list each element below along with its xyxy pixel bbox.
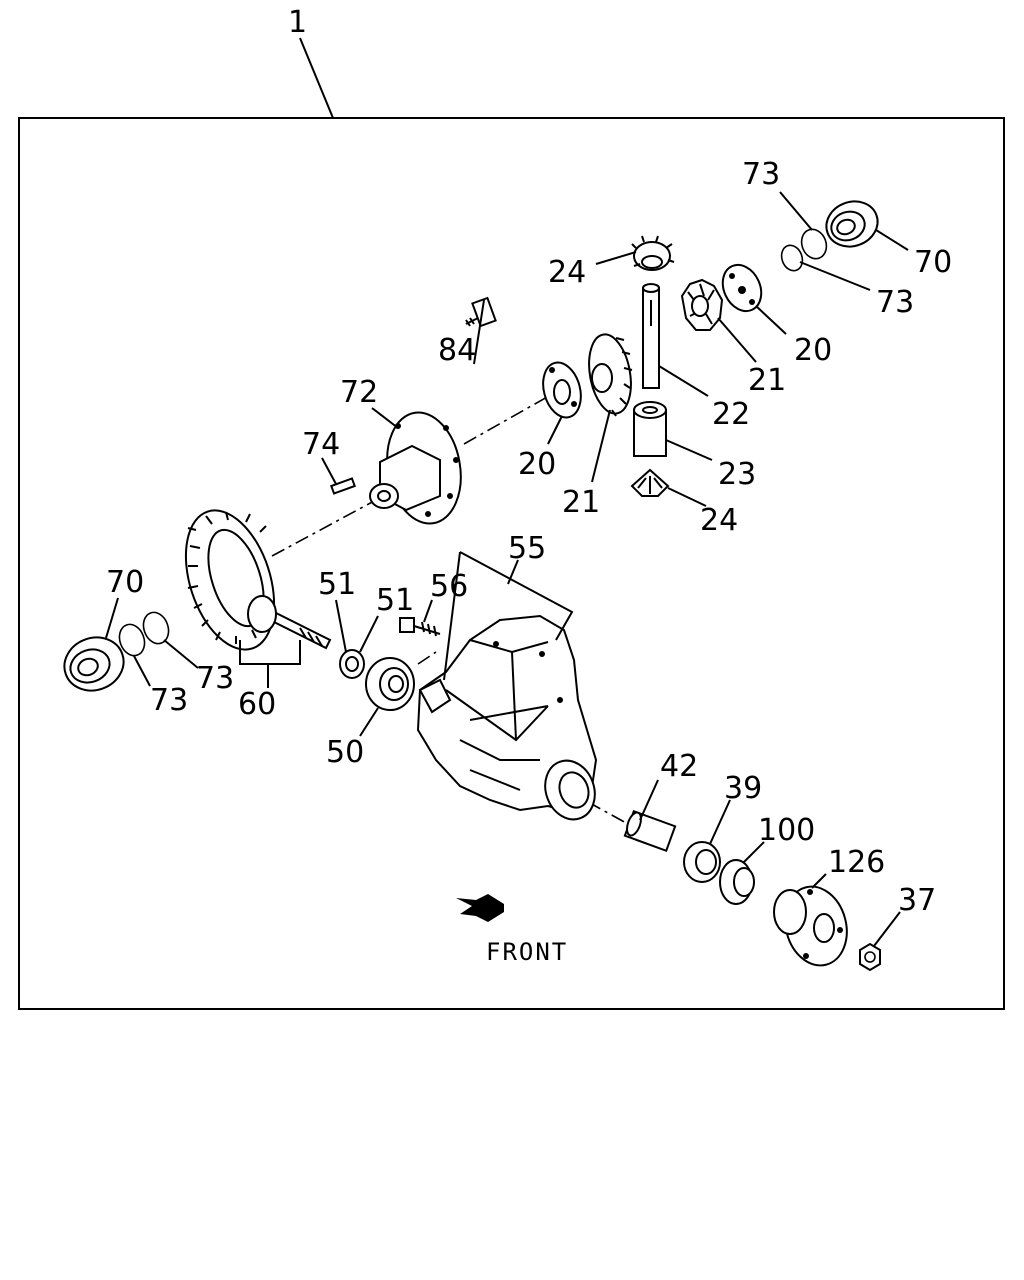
label-84: 84	[438, 333, 476, 368]
leader-20a	[755, 305, 787, 335]
label-21b: 21	[562, 485, 600, 520]
label-74: 74	[302, 427, 340, 462]
label-1: 1	[288, 5, 307, 40]
leader-51a	[335, 599, 347, 653]
part-pinion-gear-24-bottom	[630, 468, 670, 497]
label-20b: 20	[518, 447, 556, 482]
axis-line	[463, 391, 557, 445]
leader-73c	[133, 655, 151, 687]
label-126: 126	[828, 845, 885, 880]
leader-56	[423, 599, 433, 623]
leader-72	[371, 407, 399, 429]
leader-24a	[595, 251, 637, 265]
part-shim-73-lower	[780, 244, 804, 272]
leader-22	[658, 365, 709, 397]
label-51a: 51	[318, 567, 356, 602]
leader-84	[473, 299, 485, 365]
axis-line	[417, 651, 437, 665]
part-shim-73-left-b	[118, 623, 146, 657]
part-seal-39	[683, 841, 721, 883]
leader-50	[359, 707, 379, 737]
front-label: FRONT	[486, 938, 568, 966]
leader-42	[639, 779, 659, 821]
leader-21a	[717, 317, 757, 363]
label-23: 23	[718, 457, 756, 492]
label-70a: 70	[914, 245, 952, 280]
bracket-55	[443, 551, 574, 681]
label-55: 55	[508, 531, 546, 566]
part-thrust-washer-20-right	[721, 263, 763, 313]
part-pin-74	[330, 477, 356, 495]
leader-73d	[163, 639, 199, 669]
label-39: 39	[724, 771, 762, 806]
leader-70b	[105, 597, 119, 639]
part-bolt-84	[465, 296, 497, 328]
part-bearing-70-left	[63, 636, 125, 692]
part-diff-case-72	[369, 411, 462, 525]
label-50: 50	[326, 735, 364, 770]
part-shim-73-upper	[800, 228, 828, 260]
label-56: 56	[430, 569, 468, 604]
part-pinion-gear-24-top	[631, 235, 675, 271]
leader-51b	[359, 615, 379, 653]
part-ring-gear-60	[184, 509, 276, 651]
part-carrier-housing-55	[416, 614, 598, 821]
label-24a: 24	[548, 255, 586, 290]
leader-55	[507, 559, 519, 585]
part-companion-flange-126	[773, 885, 848, 967]
part-block-23	[633, 401, 667, 457]
bracket-60	[239, 640, 301, 665]
part-bearing-70-right	[825, 200, 879, 248]
label-21a: 21	[748, 363, 786, 398]
part-shim-73-left-a	[142, 611, 170, 645]
label-73d: 73	[196, 661, 234, 696]
label-70b: 70	[106, 565, 144, 600]
part-side-gear-21-right	[680, 278, 724, 331]
leader-70a	[875, 229, 909, 251]
leader-37	[873, 911, 901, 947]
leader-126	[811, 873, 827, 889]
diagram-frame	[18, 117, 1005, 1010]
leader-20b	[547, 415, 563, 445]
axis-line	[271, 499, 377, 557]
leader-23	[665, 439, 713, 461]
label-20a: 20	[794, 333, 832, 368]
leader-73a	[779, 191, 813, 231]
part-thrust-washer-20-left	[542, 361, 582, 419]
label-100: 100	[758, 813, 815, 848]
part-spacer-51	[339, 649, 365, 679]
label-73c: 73	[150, 683, 188, 718]
label-73b: 73	[876, 285, 914, 320]
label-22: 22	[712, 397, 750, 432]
leader-39	[709, 799, 731, 845]
part-bearing-50	[365, 657, 415, 711]
label-72: 72	[340, 375, 378, 410]
part-pinion-shaft-22	[642, 283, 660, 389]
axis-line	[587, 801, 629, 825]
front-arrow-icon	[456, 894, 504, 922]
leader-74	[321, 457, 337, 485]
part-nut-37	[859, 942, 881, 972]
leader-73b	[799, 261, 871, 291]
part-side-gear-21-left	[588, 333, 633, 417]
label-24b: 24	[700, 503, 738, 538]
leader-100	[743, 841, 765, 863]
leader-24b	[667, 487, 707, 507]
label-37: 37	[898, 883, 936, 918]
part-drive-pinion	[247, 595, 332, 650]
label-73a: 73	[742, 157, 780, 192]
part-spacer-42	[623, 809, 677, 853]
label-60: 60	[238, 687, 276, 722]
part-bearing-100	[719, 859, 755, 905]
leader-21b	[591, 409, 611, 483]
label-51b: 51	[376, 583, 414, 618]
leader-1	[299, 37, 334, 119]
label-42: 42	[660, 749, 698, 784]
part-bolt-56	[399, 617, 441, 637]
